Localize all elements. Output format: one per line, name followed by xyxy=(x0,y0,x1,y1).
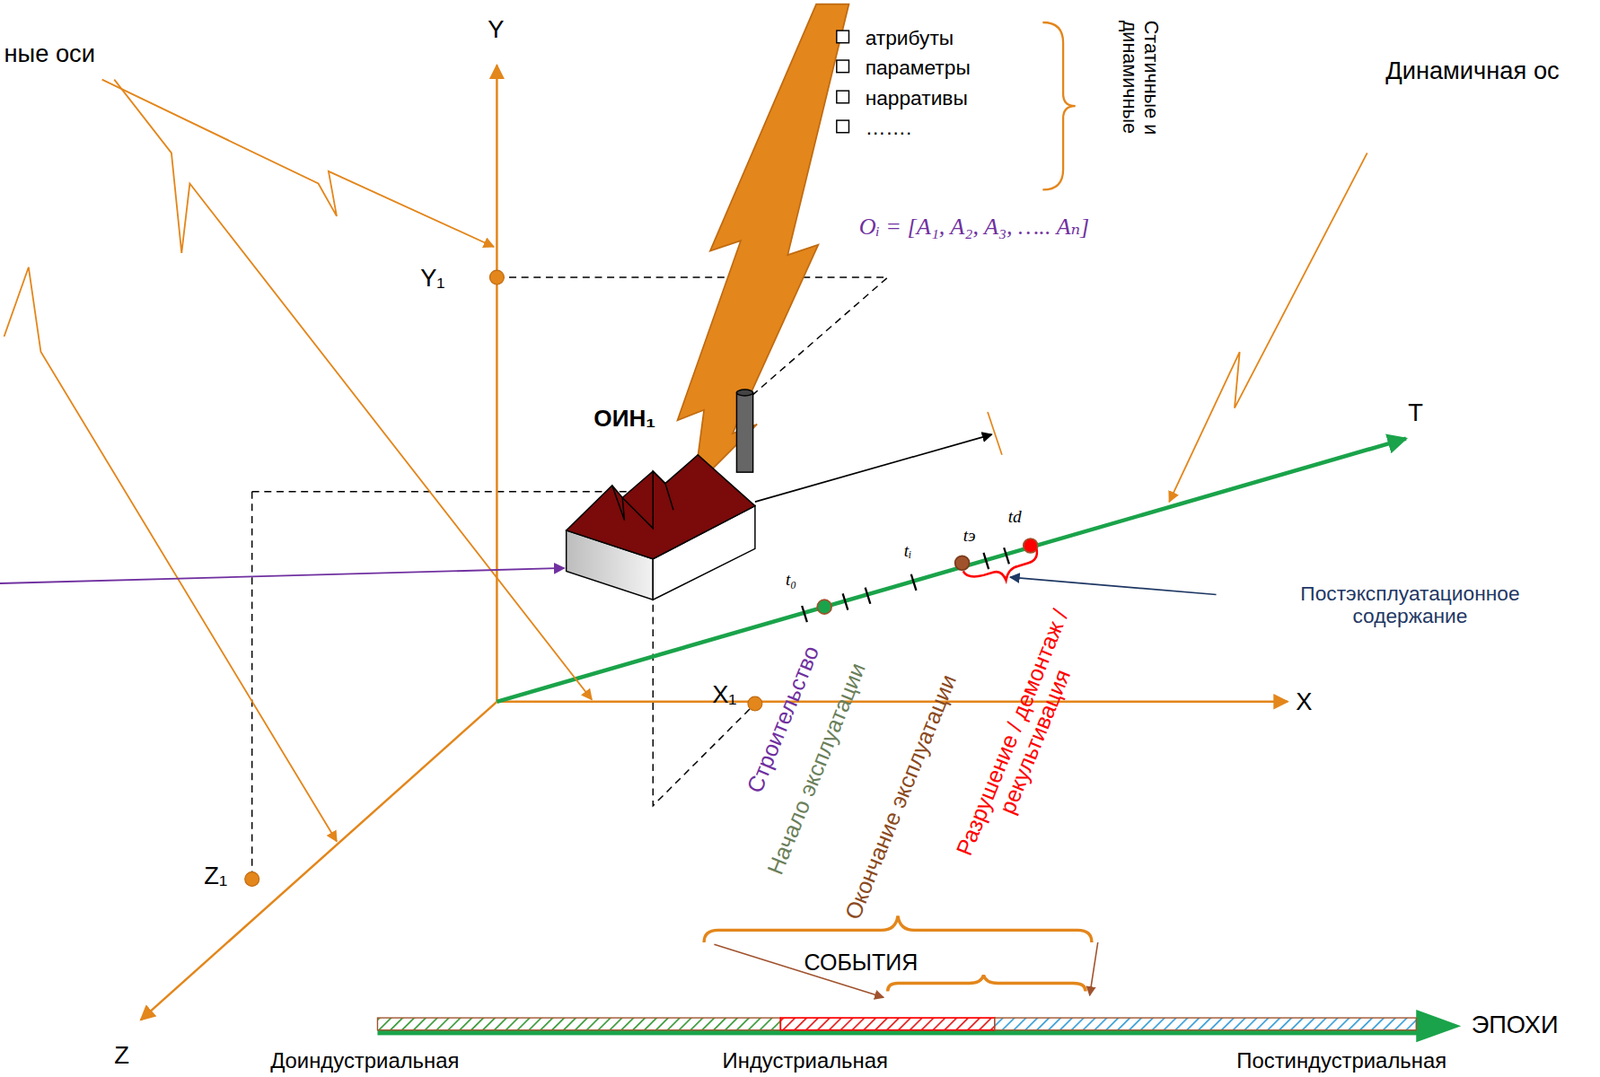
time-mark: td xyxy=(1008,508,1022,528)
epochs-bar xyxy=(377,1010,1461,1043)
event-label: Разрушение / демонтаж / рекультивация xyxy=(947,593,1102,882)
axis-name: T xyxy=(1407,399,1424,427)
event-label: Окончание эксплуатации xyxy=(840,671,962,924)
events-label: СОБЫТИЯ xyxy=(803,950,918,976)
black-arrow xyxy=(755,434,993,502)
vertical-note: Статичные и динамичные xyxy=(1118,20,1161,203)
axis-name: Y xyxy=(487,16,504,44)
epoch-name: Постиндустриальная xyxy=(1236,1048,1447,1073)
end-dot xyxy=(955,555,970,571)
pointer-lines xyxy=(4,79,1368,843)
event-label: Начало эксплуатации xyxy=(763,659,871,880)
axis-name: X xyxy=(1295,688,1312,716)
start-dot xyxy=(817,599,832,615)
projection-lines xyxy=(252,277,888,880)
axis-note: Динамичная ос xyxy=(1385,57,1560,85)
object-name: ОИН₁ xyxy=(593,405,656,432)
navy-arrow xyxy=(1010,577,1217,595)
axes xyxy=(140,65,1288,1021)
purple-arrow xyxy=(0,568,564,584)
axis-note: ные оси xyxy=(4,40,96,68)
epoch-name: Индустриальная xyxy=(722,1048,888,1073)
list-item: нарративы xyxy=(865,87,968,110)
y1-dot xyxy=(489,270,504,285)
time-mark: tэ xyxy=(963,527,976,547)
axis-point: Z₁ xyxy=(203,862,228,890)
x1-dot xyxy=(747,696,763,712)
list-brace xyxy=(1042,22,1075,190)
callout-note: Постэксплуатационное содержание xyxy=(1287,582,1533,628)
z1-dot xyxy=(245,872,260,888)
events-arrow xyxy=(1090,942,1099,996)
tick xyxy=(987,412,1003,456)
demolition-dot xyxy=(1023,538,1038,554)
checkboxes xyxy=(836,30,850,133)
factory-icon xyxy=(566,389,756,600)
axis-name: Z xyxy=(114,1042,130,1070)
formula: Oᵢ = [A₁, A₂, A₃, ….. Aₙ] xyxy=(859,214,1090,241)
list-item: параметры xyxy=(865,56,971,80)
time-mark: tᵢ xyxy=(904,543,912,563)
epoch-name: Доиндустриальная xyxy=(270,1048,459,1073)
lightning-bolt xyxy=(677,4,850,489)
events-brace xyxy=(703,915,1092,943)
time-axis xyxy=(496,439,1407,703)
time-mark: t₀ xyxy=(785,571,797,590)
axis-point: Y₁ xyxy=(420,264,445,292)
events-brace-small xyxy=(887,975,1086,992)
list-item: атрибуты xyxy=(865,26,955,50)
list-item: ……. xyxy=(865,116,913,140)
axis-point: X₁ xyxy=(712,681,737,709)
epochs-label: ЭПОХИ xyxy=(1471,1011,1559,1039)
red-brace xyxy=(963,548,1038,581)
